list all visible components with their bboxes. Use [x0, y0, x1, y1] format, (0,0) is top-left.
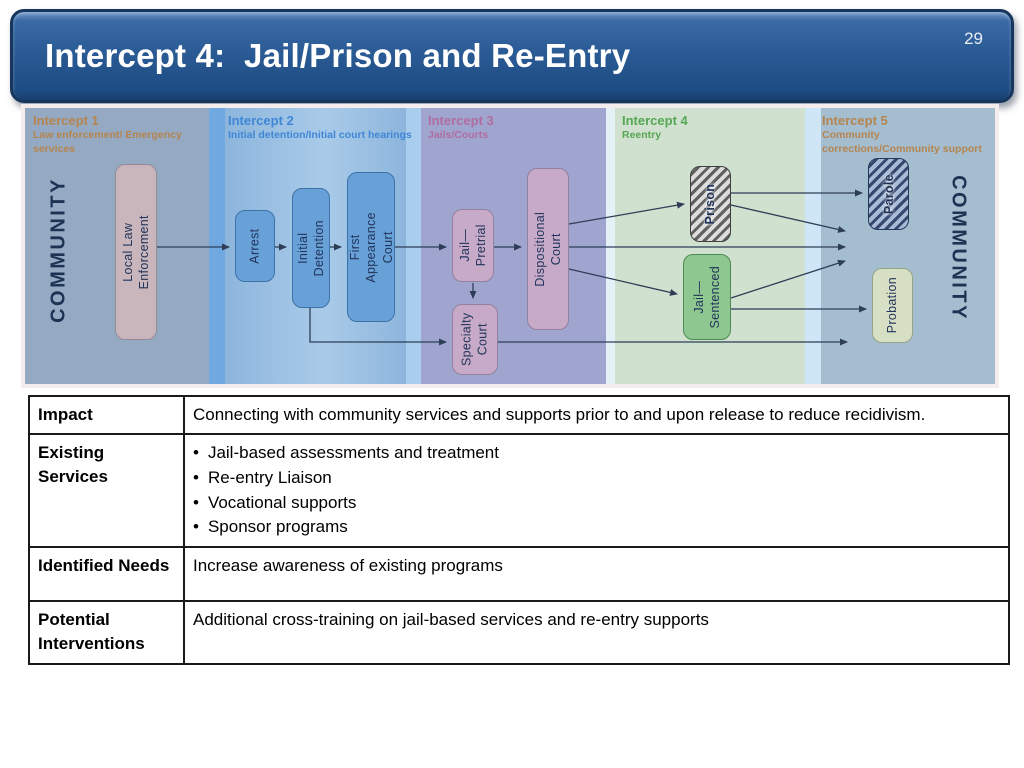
community-left-label: COMMUNITY — [47, 177, 70, 323]
box-label: Prison — [703, 183, 718, 225]
sequential-intercept-diagram: Intercept 1 Law enforcement/ Emergency s… — [21, 104, 999, 388]
box-label: Local Law Enforcement — [120, 214, 152, 290]
intercept-2-heading: Intercept 2 Initial detention/Initial co… — [228, 113, 438, 143]
page-number: 29 — [964, 29, 983, 48]
box-prison: Prison — [690, 166, 731, 242]
row-header-potential-interventions: Potential Interventions — [28, 600, 185, 666]
existing-services-content: Jail-based assessments and treatment Re-… — [183, 432, 1010, 549]
potential-interventions-content: Additional cross-training on jail-based … — [183, 600, 1010, 666]
intercept-5-subtitle: Community corrections/Community support — [822, 129, 982, 155]
box-label: Jail— Sentenced — [691, 265, 723, 329]
bullet-list: Jail-based assessments and treatment Re-… — [193, 441, 1000, 539]
intercept-4-heading: Intercept 4 Reentry — [622, 113, 772, 143]
band-separator — [606, 108, 615, 384]
box-specialty-court: Specialty Court — [452, 304, 498, 375]
box-arrest: Arrest — [235, 210, 275, 282]
box-dispositional-court: Dispositional Court — [527, 168, 569, 330]
box-label: Probation — [885, 277, 900, 334]
box-parole: Parole — [868, 158, 909, 230]
intercept-info-table: Impact Connecting with community service… — [28, 395, 1010, 666]
table-row: Potential Interventions Additional cross… — [28, 600, 1010, 666]
identified-needs-content: Increase awareness of existing programs — [183, 546, 1010, 603]
box-probation: Probation — [872, 268, 913, 343]
intercept-2-subtitle: Initial detention/Initial court hearings — [228, 129, 412, 142]
intercept-3-name: Intercept 3 — [428, 113, 494, 128]
row-header-existing-services: Existing Services — [28, 432, 185, 549]
band-separator — [209, 108, 225, 384]
box-label: Specialty Court — [459, 312, 491, 367]
community-right-label: COMMUNITY — [947, 175, 970, 321]
box-jail-pretrial: Jail— Pretrial — [452, 209, 494, 282]
box-jail-sentenced: Jail— Sentenced — [683, 254, 731, 340]
band-separator — [805, 108, 821, 384]
title-bar: Intercept 4: Jail/Prison and Re-Entry 29 — [10, 9, 1014, 103]
list-item: Jail-based assessments and treatment — [193, 441, 1000, 465]
intercept-3-heading: Intercept 3 Jails/Courts — [428, 113, 578, 143]
table-row: Identified Needs Increase awareness of e… — [28, 546, 1010, 603]
box-local-law-enforcement: Local Law Enforcement — [115, 164, 157, 340]
list-item: Vocational supports — [193, 491, 1000, 515]
intercept-4-subtitle: Reentry — [622, 129, 662, 142]
list-item: Sponsor programs — [193, 515, 1000, 539]
flow-arrows — [157, 189, 867, 346]
box-label: Arrest — [247, 228, 262, 264]
intercept-1-name: Intercept 1 — [33, 113, 99, 128]
intercept-1-subtitle: Law enforcement/ Emergency services — [33, 129, 182, 155]
intercept-5-name: Intercept 5 — [822, 113, 888, 128]
intercept-1-heading: Intercept 1 Law enforcement/ Emergency s… — [33, 113, 213, 157]
box-label: Jail— Pretrial — [457, 224, 488, 267]
row-header-identified-needs: Identified Needs — [28, 546, 185, 603]
intercept-3-subtitle: Jails/Courts — [428, 129, 489, 142]
table-row: Existing Services Jail-based assessments… — [28, 432, 1010, 549]
band-intercept-3 — [421, 108, 606, 384]
intercept-5-heading: Intercept 5 Community corrections/Commun… — [822, 113, 982, 157]
box-label: Initial Detention — [295, 219, 327, 277]
box-first-appearance-court: First Appearance Court — [347, 172, 395, 322]
box-initial-detention: Initial Detention — [292, 188, 330, 308]
list-item: Re-entry Liaison — [193, 466, 1000, 490]
impact-content: Connecting with community services and s… — [183, 395, 1010, 435]
box-label: Dispositional Court — [532, 211, 563, 287]
band-separator — [406, 108, 421, 384]
intercept-4-name: Intercept 4 — [622, 113, 688, 128]
table-row: Impact Connecting with community service… — [28, 395, 1010, 435]
diagram-canvas: Intercept 1 Law enforcement/ Emergency s… — [25, 108, 995, 384]
box-label: Parole — [881, 173, 896, 215]
intercept-2-name: Intercept 2 — [228, 113, 294, 128]
row-header-impact: Impact — [28, 395, 185, 435]
page-title: Intercept 4: Jail/Prison and Re-Entry — [45, 37, 631, 74]
box-label: First Appearance Court — [347, 211, 395, 283]
